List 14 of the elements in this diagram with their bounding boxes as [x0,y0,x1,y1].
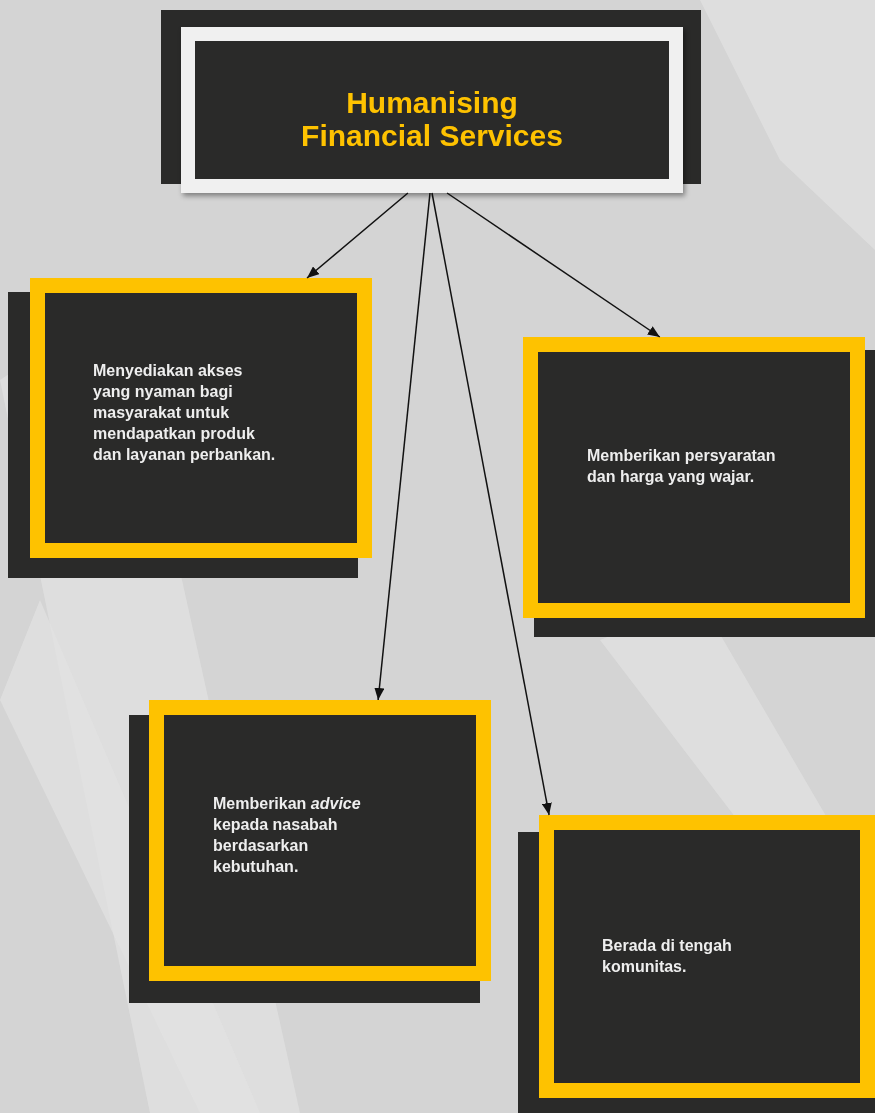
title-text: Humanising Financial Services [300,86,564,152]
box-text: Memberikan persyaratan dan harga yang wajar. [587,446,777,487]
content-box [30,278,372,558]
content-box [539,815,875,1098]
title-box [181,27,683,193]
content-box [523,337,865,618]
arrow [431,192,552,816]
arrow [374,192,431,701]
arrow [446,192,661,338]
box-text: Memberikan advice kepada nasabah berdasarkan kebutuhan. [213,794,362,877]
box-text: Menyediakan akses yang nyaman bagi masyarakat untuk mendapatkan produk dan layanan perbankan. [93,361,277,465]
box-text: Berada di tengah komunitas. [602,936,733,977]
arrow [306,192,409,279]
content-box [149,700,491,981]
